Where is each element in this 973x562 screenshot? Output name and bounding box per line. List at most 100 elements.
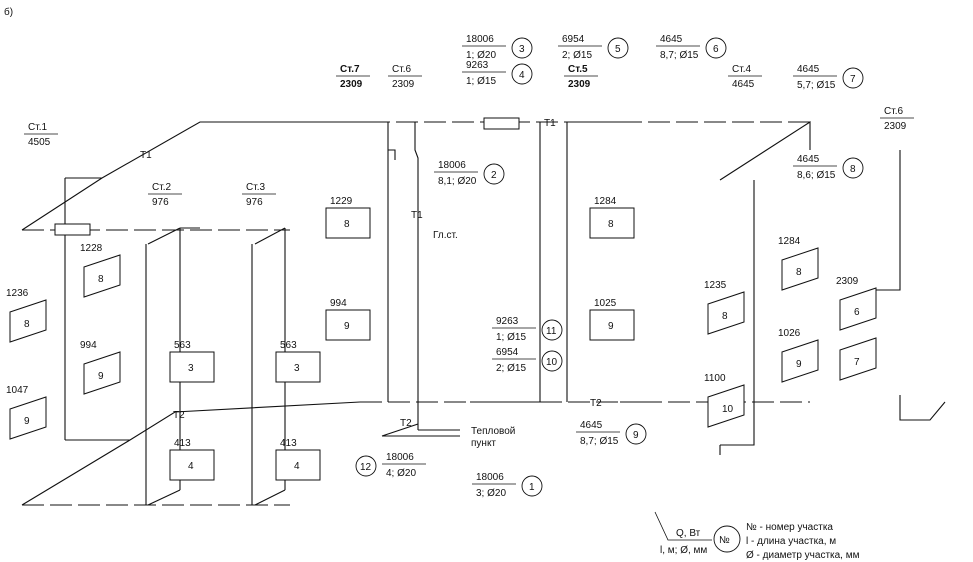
riser-load: 2309 (392, 79, 415, 90)
radiator-load: 413 (174, 438, 191, 449)
riser-name: Ст.2 (152, 182, 171, 193)
radiator-number: 9 (24, 416, 30, 427)
radiator (83, 351, 121, 395)
radiator-number: 10 (722, 404, 734, 415)
section-params: 2; Ø15 (496, 363, 526, 374)
legend-top: Q, Вт (676, 528, 701, 539)
section-params: 5,7; Ø15 (797, 80, 836, 91)
section-number: 8 (850, 164, 856, 175)
t2-label-left: Т2 (173, 410, 185, 421)
figure-label: б) (4, 6, 13, 18)
section-number: 9 (633, 430, 639, 441)
riser-name: Ст.6 (884, 106, 903, 117)
radiator-load: 563 (174, 340, 191, 351)
radiator-number: 9 (98, 371, 104, 382)
section-number: 4 (519, 70, 525, 81)
section-params: 8,1; Ø20 (438, 176, 477, 187)
riser-load: 976 (152, 197, 169, 208)
section-number-circle (705, 37, 727, 59)
section-number-circle (511, 63, 533, 85)
section-params: 4; Ø20 (386, 468, 416, 479)
section-number-circle (607, 37, 629, 59)
section-params: 8,6; Ø15 (797, 170, 836, 181)
t1-label-left: Т1 (140, 150, 152, 161)
legend-circle: № (719, 535, 730, 546)
section-number: 6 (713, 44, 719, 55)
section-load: 18006 (476, 472, 504, 483)
legend-item-2: l - длина участка, м (746, 536, 836, 547)
section-number-circle (521, 475, 543, 497)
section-load: 9263 (466, 60, 489, 71)
heat-point-label-1: Тепловой (471, 426, 515, 437)
section-load: 18006 (386, 452, 414, 463)
riser-name: Ст.4 (732, 64, 751, 75)
radiator-number: 8 (608, 219, 614, 230)
radiator-number: 7 (854, 357, 860, 368)
t1-label-top: Т1 (544, 118, 556, 129)
radiator (707, 384, 745, 428)
riser-load: 4505 (28, 137, 51, 148)
section-number-circle (842, 157, 864, 179)
radiator-load: 1235 (704, 280, 727, 291)
section-number-circle (541, 319, 563, 341)
t1-label-riser: Т1 (411, 210, 423, 221)
piping (21, 120, 946, 506)
radiator-number: 4 (188, 461, 194, 472)
section-load: 4645 (580, 420, 603, 431)
radiator-load: 413 (280, 438, 297, 449)
riser-name: Ст.6 (392, 64, 411, 75)
radiator (275, 449, 321, 481)
t2-label-right: Т2 (590, 398, 602, 409)
section-params: 8,7; Ø15 (580, 436, 619, 447)
section-number-circle (355, 455, 377, 477)
section-params: 2; Ø15 (562, 50, 592, 61)
radiator (325, 309, 371, 341)
t2-label-heatpoint: Т2 (400, 418, 412, 429)
section-load: 4645 (797, 154, 820, 165)
radiator-number: 9 (344, 321, 350, 332)
section-number-circle (541, 350, 563, 372)
section-number: 12 (360, 462, 372, 473)
radiator (589, 309, 635, 341)
radiator-load: 994 (330, 298, 347, 309)
riser-load: 4645 (732, 79, 755, 90)
legend-item-3: Ø - диаметр участка, мм (746, 550, 860, 561)
radiator (781, 339, 819, 383)
radiator-number: 3 (188, 363, 194, 374)
radiator-load: 1284 (594, 196, 617, 207)
riser-load: 976 (246, 197, 263, 208)
section-number: 10 (546, 357, 558, 368)
section-params: 1; Ø20 (466, 50, 496, 61)
radiator-number: 3 (294, 363, 300, 374)
radiator-number: 9 (608, 321, 614, 332)
main-riser-label: Гл.ст. (433, 230, 458, 241)
riser-load: 2309 (340, 79, 363, 90)
riser-name: Ст.3 (246, 182, 265, 193)
section-number-circle (511, 37, 533, 59)
section-number-circle (625, 423, 647, 445)
heat-point-label-2: пункт (471, 438, 496, 449)
section-load: 6954 (496, 347, 519, 358)
radiator (589, 207, 635, 239)
section-number: 2 (491, 170, 497, 181)
radiator (839, 337, 877, 381)
radiator-load: 1229 (330, 196, 353, 207)
radiator-load: 2309 (836, 276, 859, 287)
radiator (169, 351, 215, 383)
section-load: 9263 (496, 316, 519, 327)
radiator-load: 1236 (6, 288, 29, 299)
section-number-circle (842, 67, 864, 89)
riser-load: 2309 (568, 79, 591, 90)
section-number-circle (483, 163, 505, 185)
radiator (707, 291, 745, 335)
radiator-number: 8 (796, 267, 802, 278)
radiators: 8123681228910479994356344133563441381229… (6, 196, 877, 481)
radiator-number: 6 (854, 307, 860, 318)
radiator-load: 1228 (80, 243, 103, 254)
legend-item-1: № - номер участка (746, 522, 833, 533)
radiator (83, 254, 121, 298)
section-number: 7 (850, 74, 856, 85)
radiator-number: 4 (294, 461, 300, 472)
